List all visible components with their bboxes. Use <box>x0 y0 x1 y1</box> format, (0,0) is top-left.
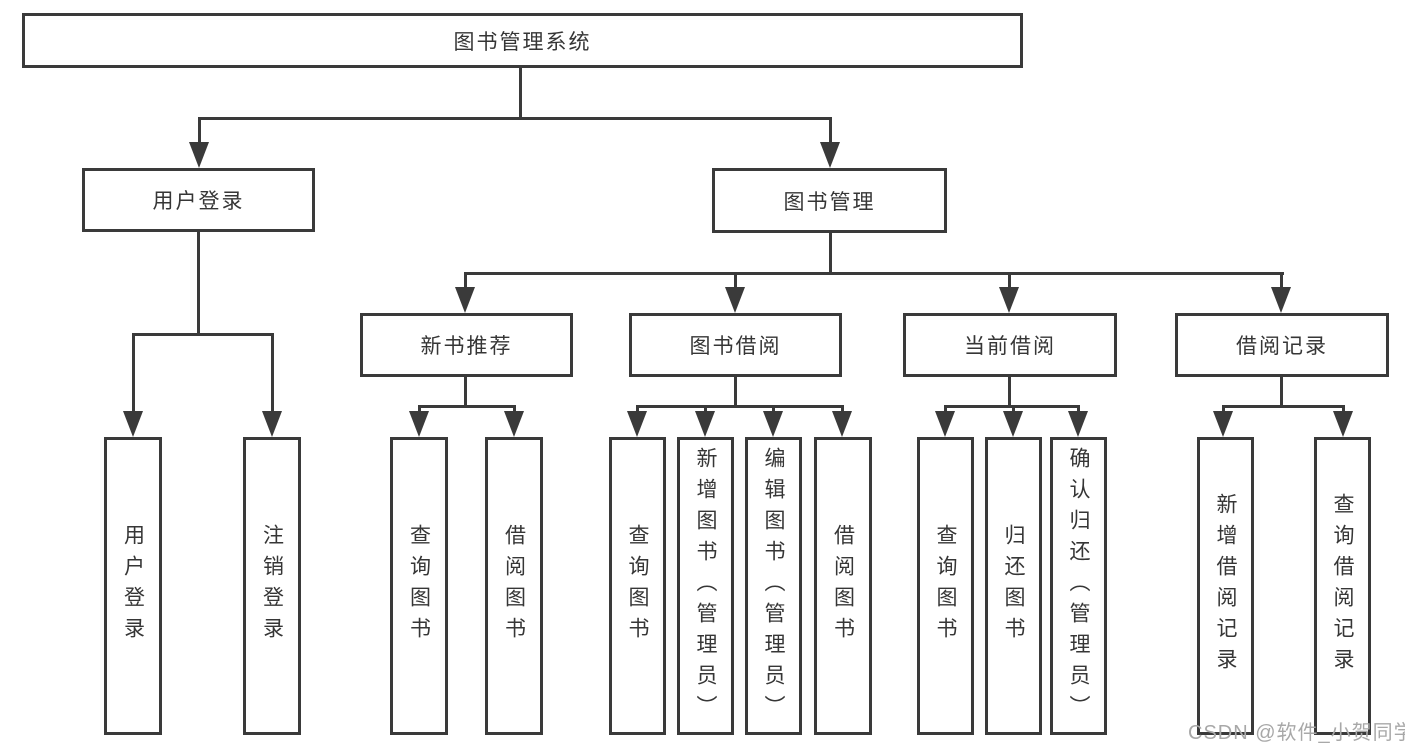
node-label: 图书管理系统 <box>453 30 592 54</box>
connector-drop <box>734 272 737 292</box>
arrowhead-down <box>1003 411 1023 437</box>
leaf-return-book: 归还图书 <box>985 437 1042 735</box>
connector-drop <box>464 272 467 292</box>
node-label: 确认归还（管理员） <box>1067 446 1090 726</box>
leaf-borrow-books-recommend: 借阅图书 <box>485 437 543 735</box>
node-label: 查询图书 <box>626 524 649 648</box>
node-label: 新书推荐 <box>420 335 513 358</box>
arrowhead-down <box>189 142 209 168</box>
connector-drop <box>198 117 201 147</box>
connector-drop <box>271 333 274 415</box>
leaf-query-books-recommend: 查询图书 <box>390 437 448 735</box>
leaf-user-login: 用户登录 <box>104 437 162 735</box>
node-user-login: 用户登录 <box>82 168 315 232</box>
node-label: 新增图书（管理员） <box>694 446 717 726</box>
connector-drop <box>1280 272 1283 292</box>
node-label: 用户登录 <box>152 190 245 213</box>
leaf-logout: 注销登录 <box>243 437 301 735</box>
connector-rail <box>1222 405 1345 408</box>
arrowhead-down <box>695 411 715 437</box>
connector-drop <box>132 333 135 415</box>
connector-rail <box>418 405 515 408</box>
connector-l3-rail <box>465 272 1284 275</box>
arrowhead-down <box>1333 411 1353 437</box>
arrowhead-down <box>123 411 143 437</box>
connector-stem <box>1280 377 1283 408</box>
connector-rail <box>636 405 844 408</box>
arrowhead-down <box>1271 287 1291 313</box>
leaf-query-books-borrow: 查询图书 <box>609 437 666 735</box>
node-book-management: 图书管理 <box>712 168 947 233</box>
node-label: 注销登录 <box>260 524 284 648</box>
node-label: 查询图书 <box>934 524 957 648</box>
connector-stem <box>734 377 737 408</box>
node-new-book-recommend: 新书推荐 <box>360 313 573 377</box>
arrowhead-down <box>725 287 745 313</box>
csdn-watermark: CSDN @软件_小贺同学 <box>1188 722 1405 744</box>
leaf-query-borrow-record: 查询借阅记录 <box>1314 437 1371 735</box>
node-label: 借阅图书 <box>831 524 855 648</box>
arrowhead-down <box>455 287 475 313</box>
leaf-add-borrow-record: 新增借阅记录 <box>1197 437 1254 735</box>
node-label: 借阅图书 <box>502 524 526 648</box>
connector-user-login-stem <box>197 232 200 335</box>
node-label: 查询图书 <box>407 524 431 648</box>
arrowhead-down <box>763 411 783 437</box>
node-label: 编辑图书（管理员） <box>762 446 785 726</box>
arrowhead-down <box>935 411 955 437</box>
arrowhead-down <box>832 411 852 437</box>
connector-l2-rail <box>198 117 832 120</box>
leaf-edit-book-admin: 编辑图书（管理员） <box>745 437 802 735</box>
leaf-borrow-books: 借阅图书 <box>814 437 872 735</box>
node-label: 图书管理 <box>783 190 876 214</box>
node-label: 查询借阅记录 <box>1331 493 1354 679</box>
node-library-management-system: 图书管理系统 <box>22 13 1023 68</box>
connector-book-mgmt-stem <box>829 233 832 275</box>
arrowhead-down <box>1068 411 1088 437</box>
connector-root-stem <box>519 68 522 119</box>
node-book-borrow: 图书借阅 <box>629 313 842 377</box>
node-label: 借阅记录 <box>1236 335 1328 358</box>
node-label: 当前借阅 <box>964 335 1056 358</box>
node-borrow-records: 借阅记录 <box>1175 313 1389 377</box>
connector-drop <box>1008 272 1011 292</box>
arrowhead-down <box>820 142 840 168</box>
node-label: 归还图书 <box>1002 524 1025 648</box>
arrowhead-down <box>409 411 429 437</box>
leaf-query-books-current: 查询图书 <box>917 437 974 735</box>
node-current-borrow: 当前借阅 <box>903 313 1117 377</box>
connector-stem <box>464 377 467 408</box>
arrowhead-down <box>504 411 524 437</box>
arrowhead-down <box>999 287 1019 313</box>
node-label: 用户登录 <box>121 524 145 648</box>
node-label: 新增借阅记录 <box>1214 493 1237 679</box>
connector-drop <box>829 117 832 147</box>
leaf-add-book-admin: 新增图书（管理员） <box>677 437 734 735</box>
arrowhead-down <box>627 411 647 437</box>
connector-stem <box>1008 377 1011 408</box>
connector-rail <box>132 333 274 336</box>
arrowhead-down <box>1213 411 1233 437</box>
leaf-confirm-return-admin: 确认归还（管理员） <box>1050 437 1107 735</box>
node-label: 图书借阅 <box>689 335 782 358</box>
arrowhead-down <box>262 411 282 437</box>
